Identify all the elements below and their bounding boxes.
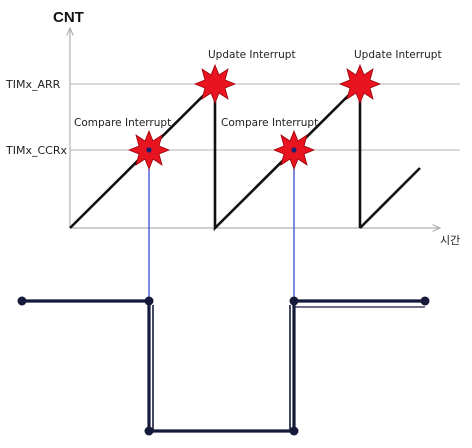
counter-sawtooth-tail xyxy=(359,167,421,229)
compare-interrupt-dot-1 xyxy=(146,147,152,153)
pwm-node-rise-top xyxy=(289,296,299,306)
pwm-node-end xyxy=(420,296,430,306)
pwm-node-rise-bottom xyxy=(289,426,299,436)
update-interrupt-label-2: Update Interrupt xyxy=(354,49,442,61)
update-interrupt-label-1: Update Interrupt xyxy=(208,49,296,61)
compare-interrupt-dot-2 xyxy=(291,147,297,153)
ccr-level-label: TIMx_CCRx xyxy=(5,144,67,157)
y-axis-label: CNT xyxy=(53,9,84,26)
update-interrupt-burst-2 xyxy=(338,63,382,105)
pwm-node-fall-top xyxy=(144,296,154,306)
update-interrupt-burst-1 xyxy=(193,63,237,105)
arr-level-label: TIMx_ARR xyxy=(5,78,61,91)
compare-interrupt-label-1: Compare Interrupt xyxy=(74,117,171,129)
pwm-node-fall-bottom xyxy=(144,426,154,436)
counter-sawtooth xyxy=(69,80,362,232)
pwm-output-signal xyxy=(22,299,425,433)
compare-interrupt-label-2: Compare Interrupt xyxy=(221,117,318,129)
pwm-node-start xyxy=(17,296,27,306)
x-axis-label: 시간 xyxy=(440,234,460,247)
